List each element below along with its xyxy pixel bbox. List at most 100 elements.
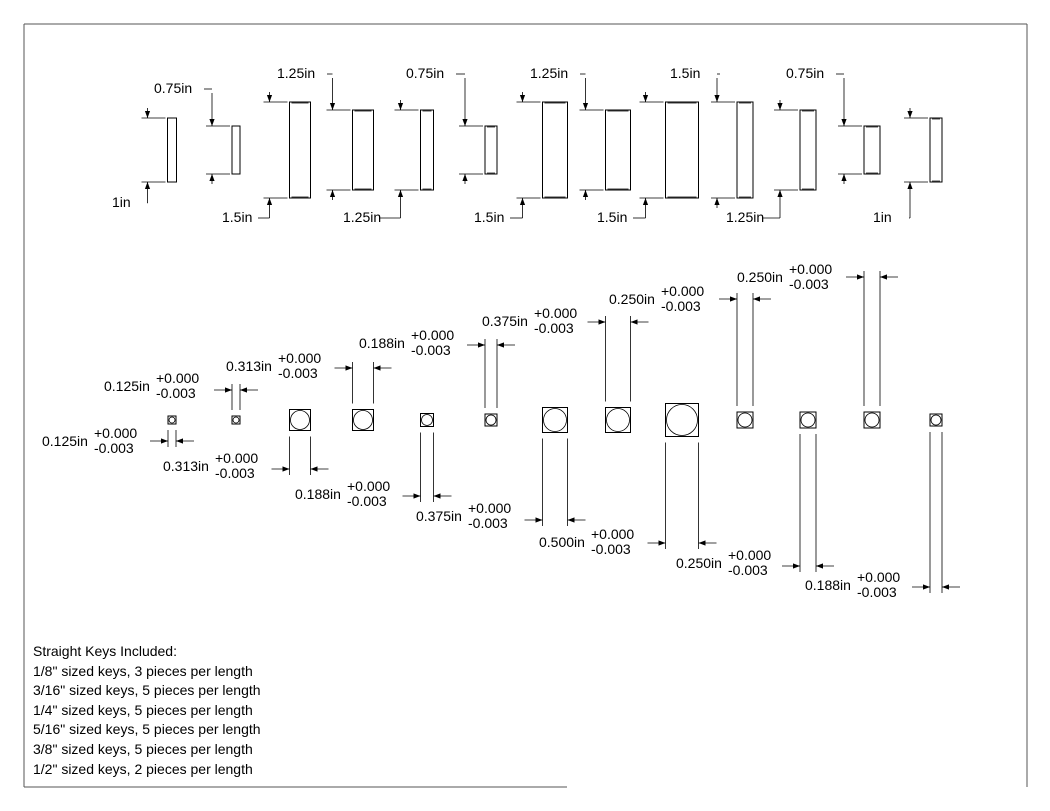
key-chamfer-outline: [353, 410, 373, 430]
key-chamfer-outline: [421, 414, 433, 426]
length-dimension-label: 1in: [873, 209, 892, 225]
key-chamfer-outline: [168, 416, 176, 424]
side-key: 1.25in: [530, 65, 631, 200]
side-view-keys: 1in0.75in1.5in1.25in1.25in0.75in1.5in1.2…: [112, 65, 943, 225]
side-key: 1.5in: [597, 92, 699, 225]
key-profile: [484, 125, 498, 175]
length-dimension-label: 1.5in: [222, 209, 252, 225]
end-key: 0.188in+0.000-0.003: [805, 413, 960, 600]
key-cross-section: [665, 403, 699, 437]
width-dimension-label: 0.250in: [609, 291, 655, 307]
dimension-arrowhead: [519, 198, 526, 205]
tolerance-minus-label: -0.003: [728, 562, 768, 578]
tolerance-plus-label: +0.000: [215, 450, 258, 466]
tolerance-minus-label: -0.003: [215, 465, 255, 481]
tolerance-minus-label: -0.003: [661, 298, 701, 314]
tolerance-plus-label: +0.000: [857, 569, 900, 585]
end-key: 0.250in+0.000-0.003: [676, 411, 834, 578]
dimension-arrowhead: [144, 111, 151, 118]
key-chamfer-outline: [800, 412, 816, 428]
dimension-arrowhead: [240, 387, 247, 393]
key-chamfer-outline: [543, 408, 567, 432]
width-dimension-label: 0.250in: [676, 555, 722, 571]
side-key: 0.75in: [786, 65, 881, 184]
key-cross-section: [167, 415, 177, 425]
dimension-arrowhead: [942, 584, 949, 590]
width-dimension-label: 0.125in: [42, 433, 88, 449]
dimension-arrowhead: [698, 540, 706, 546]
key-cross-section: [929, 413, 943, 427]
width-dimension-label: 0.375in: [482, 313, 528, 329]
notes-line: 1/2" sized keys, 2 pieces per length: [33, 760, 253, 777]
dimension-arrowhead: [582, 103, 589, 110]
key-cross-section: [605, 407, 631, 433]
dimension-arrowhead: [567, 517, 575, 523]
length-dimension-label: 1.25in: [277, 65, 315, 81]
tolerance-plus-label: +0.000: [347, 478, 390, 494]
key-cross-section: [484, 413, 498, 427]
width-dimension-label: 0.125in: [104, 378, 150, 394]
key-profile: [231, 125, 241, 175]
end-key: 0.125in+0.000-0.003: [104, 370, 258, 425]
dimension-arrowhead: [345, 365, 353, 371]
dimension-arrowhead: [266, 95, 273, 102]
tolerance-plus-label: +0.000: [534, 305, 577, 321]
notes-title: Straight Keys Included:: [33, 643, 177, 659]
side-key: 1.25in: [277, 65, 374, 200]
dimension-arrowhead: [857, 274, 864, 280]
key-cross-section: [231, 415, 241, 425]
key-chamfer-outline: [606, 408, 630, 432]
dimension-arrowhead: [730, 296, 737, 302]
included-keys-notes: Straight Keys Included: 1/8" sized keys,…: [33, 642, 261, 779]
key-profile: [863, 125, 881, 175]
tolerance-minus-label: -0.003: [534, 320, 574, 336]
dimension-arrowhead: [777, 103, 783, 110]
tolerance-minus-label: -0.003: [94, 440, 134, 456]
tolerance-plus-label: +0.000: [94, 425, 137, 441]
side-key: 1.5in: [670, 65, 754, 208]
length-dimension-label: 0.75in: [154, 80, 192, 96]
dimension-arrowhead: [714, 198, 720, 205]
side-key: 1.5in: [222, 92, 311, 225]
dimension-arrowhead: [630, 319, 638, 325]
tolerance-minus-label: -0.003: [857, 584, 897, 600]
length-dimension-label: 1.5in: [474, 209, 504, 225]
end-key: 0.125in +0.000-0.003: [42, 415, 194, 456]
length-dimension-label: 0.75in: [786, 65, 824, 81]
notes-line: 3/16" sized keys, 5 pieces per length: [33, 682, 261, 699]
dimension-arrowhead: [176, 438, 183, 444]
tolerance-minus-label: -0.003: [347, 493, 387, 509]
dimension-arrowhead: [209, 174, 215, 181]
side-key: 1in: [112, 108, 177, 210]
dimension-arrowhead: [373, 365, 381, 371]
width-dimension-label: 0.313in: [226, 358, 272, 374]
key-profile: [289, 101, 311, 199]
key-cross-section: [542, 407, 568, 433]
dimension-arrowhead: [397, 103, 404, 110]
key-cross-section: [420, 413, 434, 427]
width-dimension-label: 0.188in: [295, 486, 341, 502]
dimension-arrowhead: [225, 387, 232, 393]
side-key: 1.25in: [726, 100, 817, 225]
key-profile: [542, 101, 568, 199]
dimension-arrowhead: [841, 119, 847, 126]
notes-line: 3/8" sized keys, 5 pieces per length: [33, 740, 253, 757]
end-key: 0.188in +0.000-0.003: [295, 413, 452, 509]
key-cross-section: [863, 411, 881, 429]
end-key: 0.188in+0.000-0.003: [359, 327, 515, 427]
width-dimension-label: 0.313in: [163, 458, 209, 474]
side-key: 1.25in: [343, 100, 434, 225]
key-profile: [665, 101, 699, 199]
dimension-arrowhead: [462, 119, 468, 126]
dimension-arrowhead: [880, 274, 887, 280]
key-profile: [799, 109, 817, 191]
tolerance-plus-label: +0.000: [591, 526, 634, 542]
end-key: 0.313in +0.000-0.003: [163, 409, 329, 481]
side-key: 1in: [873, 108, 943, 225]
length-dimension-label: 0.75in: [406, 65, 444, 81]
dimension-arrowhead: [535, 517, 543, 523]
key-chamfer-outline: [864, 412, 880, 428]
tolerance-minus-label: -0.003: [278, 365, 318, 381]
dimension-arrowhead: [582, 190, 589, 197]
